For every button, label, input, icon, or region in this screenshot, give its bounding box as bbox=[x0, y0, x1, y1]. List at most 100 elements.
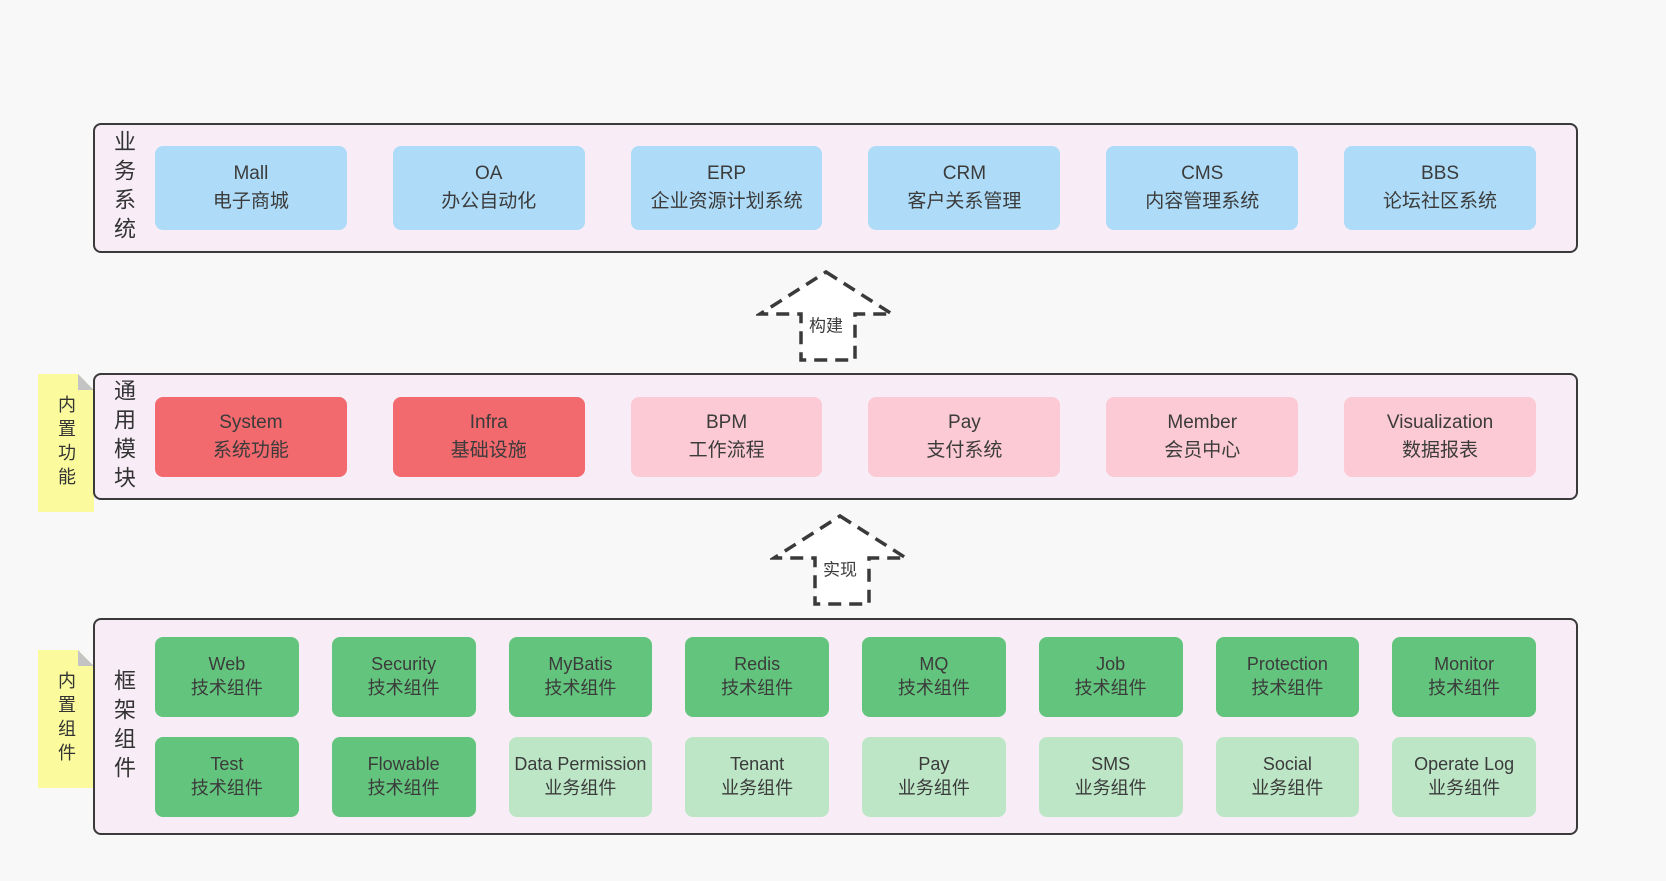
build-arrow-label: 构建 bbox=[806, 311, 846, 337]
box-title: Security bbox=[371, 654, 437, 675]
box-subtitle: 业务组件 bbox=[897, 777, 970, 798]
common-modules-panel: 通用模块 System 系统功能 Infra 基础设施 BPM 工作流程 Pay… bbox=[93, 373, 1578, 500]
box-tenant: Tenant 业务组件 bbox=[685, 736, 829, 817]
panel-label-business-systems: 业务系统 bbox=[111, 130, 136, 246]
box-title: Pay bbox=[918, 754, 950, 775]
box-cms: CMS 内容管理系统 bbox=[1106, 146, 1299, 230]
box-web: Web 技术组件 bbox=[155, 636, 299, 717]
box-title: Social bbox=[1262, 754, 1312, 775]
box-subtitle: 技术组件 bbox=[190, 777, 263, 798]
box-title: Protection bbox=[1246, 654, 1328, 675]
box-subtitle: 技术组件 bbox=[897, 677, 970, 698]
box-mq: MQ 技术组件 bbox=[862, 636, 1006, 717]
implement-arrow-label: 实现 bbox=[820, 555, 860, 581]
implement-arrow: 实现 bbox=[770, 512, 910, 608]
box-subtitle: 技术组件 bbox=[367, 777, 440, 798]
box-title: Flowable bbox=[367, 754, 440, 775]
box-subtitle: 技术组件 bbox=[544, 677, 617, 698]
box-subtitle: 技术组件 bbox=[1251, 677, 1324, 698]
box-subtitle: 技术组件 bbox=[190, 677, 263, 698]
box-job: Job 技术组件 bbox=[1038, 636, 1183, 717]
box-title: SMS bbox=[1091, 754, 1131, 775]
box-title: Visualization bbox=[1386, 411, 1494, 433]
sticky-fold bbox=[78, 650, 94, 666]
box-subtitle: 论坛社区系统 bbox=[1383, 191, 1498, 212]
box-pay-biz: Pay 业务组件 bbox=[862, 736, 1006, 817]
box-title: Pay bbox=[948, 411, 981, 433]
box-sms: SMS 业务组件 bbox=[1038, 736, 1183, 817]
box-title: Web bbox=[208, 654, 246, 675]
box-protection: Protection 技术组件 bbox=[1215, 636, 1360, 717]
sticky-note-builtin-components: 内置组件 bbox=[38, 650, 94, 788]
box-title: Job bbox=[1096, 654, 1126, 675]
box-title: Test bbox=[210, 754, 244, 775]
box-mybatis: MyBatis 技术组件 bbox=[508, 636, 653, 717]
box-title: MQ bbox=[919, 654, 949, 675]
box-subtitle: 技术组件 bbox=[1074, 677, 1147, 698]
box-bbs: BBS 论坛社区系统 bbox=[1344, 146, 1536, 230]
component-rows: Web 技术组件 Security 技术组件 MyBatis 技术组件 Redi… bbox=[151, 620, 1576, 833]
box-subtitle: 支付系统 bbox=[926, 439, 1003, 461]
sticky-note-builtin-features: 内置功能 bbox=[38, 374, 94, 512]
box-test: Test 技术组件 bbox=[155, 736, 299, 817]
box-subtitle: 业务组件 bbox=[1074, 777, 1147, 798]
sticky-label: 内置功能 bbox=[56, 395, 76, 491]
box-title: CRM bbox=[942, 163, 987, 185]
box-security: Security 技术组件 bbox=[331, 636, 476, 717]
box-title: Member bbox=[1167, 411, 1238, 433]
box-subtitle: 业务组件 bbox=[544, 777, 617, 798]
box-title: Tenant bbox=[730, 754, 785, 775]
box-subtitle: 客户关系管理 bbox=[907, 191, 1022, 212]
box-title: Redis bbox=[734, 654, 781, 675]
box-monitor: Monitor 技术组件 bbox=[1392, 636, 1536, 717]
box-title: BPM bbox=[705, 411, 748, 433]
box-operate-log: Operate Log 业务组件 bbox=[1392, 736, 1536, 817]
framework-components-panel: 框架组件 Web 技术组件 Security 技术组件 MyBatis 技术组件… bbox=[93, 618, 1578, 835]
sticky-label: 内置组件 bbox=[56, 671, 76, 767]
box-infra: Infra 基础设施 bbox=[392, 396, 585, 477]
box-title: Infra bbox=[469, 411, 508, 433]
box-subtitle: 数据报表 bbox=[1402, 439, 1479, 461]
panel-label-common-modules: 通用模块 bbox=[111, 378, 136, 495]
module-boxes: System 系统功能 Infra 基础设施 BPM 工作流程 Pay 支付系统… bbox=[151, 375, 1576, 498]
box-subtitle: 技术组件 bbox=[367, 677, 440, 698]
box-title: CMS bbox=[1181, 163, 1224, 185]
component-row-2: Test 技术组件 Flowable 技术组件 Data Permission … bbox=[155, 736, 1536, 817]
box-mall: Mall 电子商城 bbox=[155, 146, 347, 230]
box-subtitle: 业务组件 bbox=[1251, 777, 1324, 798]
box-pay: Pay 支付系统 bbox=[868, 396, 1061, 477]
component-row-1: Web 技术组件 Security 技术组件 MyBatis 技术组件 Redi… bbox=[155, 636, 1536, 717]
box-oa: OA 办公自动化 bbox=[392, 146, 585, 230]
business-systems-panel: 业务系统 Mall 电子商城 OA 办公自动化 ERP 企业资源计划系统 CRM… bbox=[93, 123, 1578, 253]
box-system: System 系统功能 bbox=[155, 396, 347, 477]
box-data-permission: Data Permission 业务组件 bbox=[508, 736, 653, 817]
box-social: Social 业务组件 bbox=[1215, 736, 1360, 817]
box-title: OA bbox=[475, 163, 503, 185]
box-subtitle: 工作流程 bbox=[688, 439, 765, 461]
box-title: Monitor bbox=[1434, 654, 1495, 675]
box-redis: Redis 技术组件 bbox=[685, 636, 829, 717]
box-subtitle: 办公自动化 bbox=[441, 191, 537, 212]
box-title: Operate Log bbox=[1414, 754, 1515, 775]
box-subtitle: 电子商城 bbox=[212, 191, 289, 212]
box-subtitle: 基础设施 bbox=[450, 439, 527, 461]
box-title: Mall bbox=[233, 163, 269, 185]
box-title: ERP bbox=[707, 163, 747, 185]
box-flowable: Flowable 技术组件 bbox=[331, 736, 476, 817]
box-subtitle: 内容管理系统 bbox=[1145, 191, 1260, 212]
box-title: System bbox=[219, 411, 283, 433]
box-subtitle: 会员中心 bbox=[1164, 439, 1241, 461]
box-subtitle: 技术组件 bbox=[1428, 677, 1501, 698]
box-title: MyBatis bbox=[548, 654, 613, 675]
panel-label-framework-components: 框架组件 bbox=[111, 668, 136, 785]
build-arrow: 构建 bbox=[756, 268, 896, 364]
business-boxes: Mall 电子商城 OA 办公自动化 ERP 企业资源计划系统 CRM 客户关系… bbox=[151, 125, 1576, 251]
box-subtitle: 业务组件 bbox=[1428, 777, 1501, 798]
box-crm: CRM 客户关系管理 bbox=[868, 146, 1061, 230]
box-member: Member 会员中心 bbox=[1106, 396, 1299, 477]
box-subtitle: 系统功能 bbox=[212, 439, 289, 461]
box-visualization: Visualization 数据报表 bbox=[1344, 396, 1536, 477]
sticky-fold bbox=[78, 374, 94, 390]
box-subtitle: 企业资源计划系统 bbox=[650, 191, 803, 212]
